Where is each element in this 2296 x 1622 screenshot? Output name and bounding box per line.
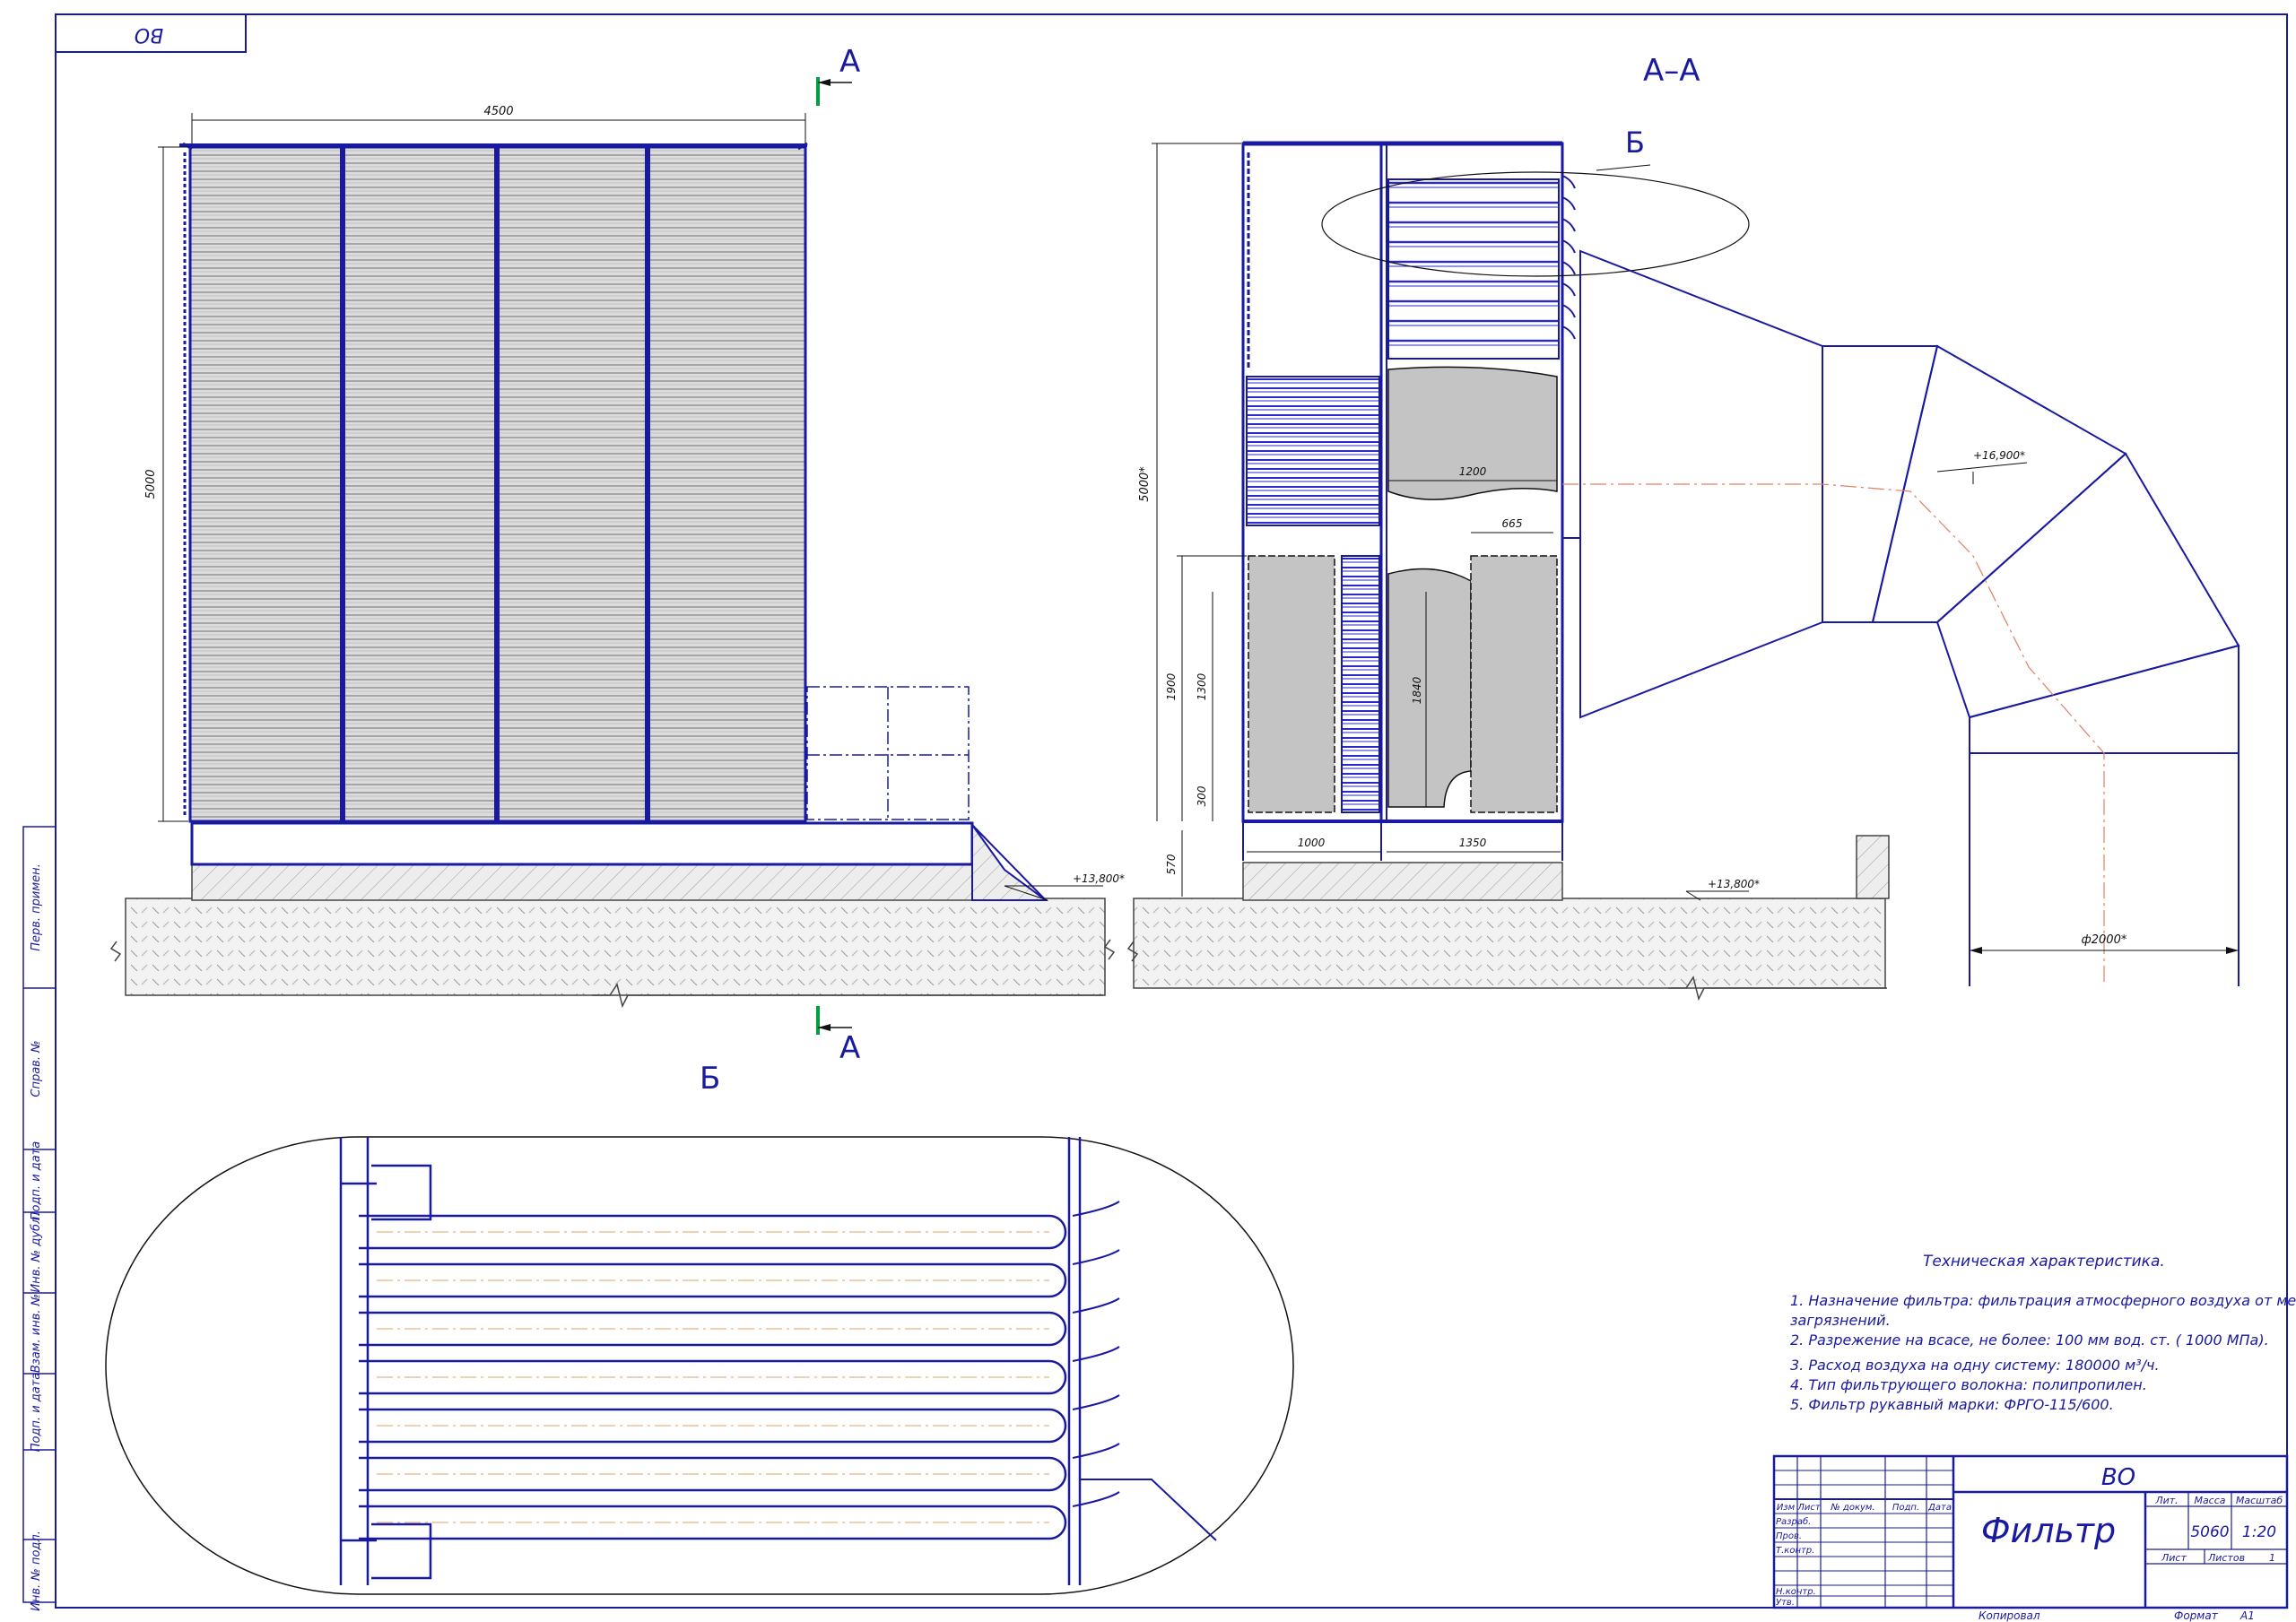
tb-mass: 5060 (2190, 1523, 2229, 1541)
base-frame (190, 821, 974, 866)
level-mark: +13,800* (1073, 872, 1125, 885)
dim-665: 665 (1502, 517, 1523, 530)
dim-height: 5000 (144, 469, 158, 499)
filter-sack-upper (1387, 366, 1558, 500)
detail-callout-label: Б (1625, 126, 1645, 160)
corner-code-box (55, 13, 247, 53)
level-top: +16,900* (1973, 449, 2025, 462)
tech-line: 3. Расход воздуха на одну систему: 18000… (1790, 1357, 2160, 1374)
tb-scale-label: Масштаб (2236, 1495, 2283, 1506)
detail-callout-ellipse (1321, 171, 1750, 277)
title-name: Фильтр (1981, 1511, 2116, 1550)
filter-sleeve (359, 1359, 1067, 1395)
section-ground (1133, 898, 1886, 989)
foundation (191, 863, 973, 901)
side-label: Справ. № (30, 1040, 43, 1097)
tb-sheets: 1 (2269, 1552, 2275, 1564)
tb-scale: 1:20 (2242, 1523, 2276, 1541)
tb-role: Пров. (1776, 1531, 1802, 1541)
filter-bag-left (1248, 555, 1335, 813)
side-label: Подп. и дата (30, 1141, 43, 1221)
tech-line: 1. Назначение фильтра: фильтрация атмосф… (1790, 1292, 2296, 1309)
detail-view: Б (105, 1061, 1294, 1595)
tb-header: № докум. (1830, 1503, 1874, 1513)
section-view: А–А Б 1200 665 1840 (1126, 53, 2240, 1002)
tech-notes: Техническая характеристика. 1. Назначени… (1790, 1253, 2296, 1413)
dim-570: 570 (1165, 854, 1178, 874)
front-view: 4500 5000 +13,800* А А (109, 44, 1125, 1066)
tb-header: Изм (1777, 1503, 1796, 1513)
tb-mass-label: Масса (2194, 1495, 2225, 1506)
side-label: Подп. и дата (30, 1373, 43, 1453)
dim-1200: 1200 (1459, 465, 1487, 478)
duct-centerline (1562, 483, 2105, 986)
air-duct (1579, 249, 2240, 986)
ground-slab (125, 898, 1106, 996)
filter-sleeve (359, 1456, 1067, 1492)
tech-line: 5. Фильтр рукавный марки: ФРГО-115/600. (1790, 1396, 2114, 1413)
coil-bank-upper (1387, 178, 1560, 360)
filter-sleeve (359, 1214, 1067, 1250)
dim-300: 300 (1196, 785, 1208, 806)
dim-1300: 1300 (1196, 672, 1208, 700)
tb-role: Н.контр. (1776, 1587, 1816, 1597)
filter-sleeve (359, 1262, 1067, 1298)
tb-format-label: Формат (2174, 1609, 2219, 1622)
title-block (1772, 1454, 2289, 1609)
dim-1900: 1900 (1165, 672, 1178, 700)
filter-bag-right (1470, 555, 1558, 813)
dim-diameter: ф2000* (2082, 933, 2127, 947)
tb-role: Т.контр. (1776, 1546, 1814, 1556)
tb-copied: Копировал (1979, 1609, 2040, 1622)
tb-sheet-label: Лист (2161, 1552, 2187, 1564)
tb-lit-label: Лит. (2154, 1495, 2178, 1506)
drawing-frame (55, 13, 2288, 1609)
tb-role: Утв. (1776, 1598, 1795, 1608)
detail-title: Б (700, 1061, 720, 1097)
section-title: А–А (1643, 53, 1700, 89)
tech-line: 2. Разрежение на всасе, не более: 100 мм… (1790, 1331, 2269, 1349)
tb-sheets-label: Листов (2207, 1552, 2245, 1564)
title-code: ВО (2101, 1464, 2135, 1491)
dim-1840: 1840 (1411, 676, 1423, 704)
tech-title: Техническая характеристика. (1923, 1253, 2165, 1271)
tech-line: 4. Тип фильтрующего волокна: полипропиле… (1790, 1376, 2147, 1393)
filter-sleeve (359, 1311, 1067, 1347)
coil-bank-left (1246, 376, 1380, 526)
side-label: Перв. примен. (30, 863, 43, 951)
section-foundation (1242, 862, 1563, 901)
tb-header: Дата (1927, 1503, 1952, 1513)
side-label: Инв. № дубл. (30, 1213, 43, 1293)
section-cut-label-bottom: А (839, 1030, 860, 1066)
corner-code: ВО (135, 23, 163, 46)
tb-format: А1 (2239, 1609, 2255, 1622)
tb-header: Подп. (1892, 1503, 1919, 1513)
level-ground: +13,800* (1708, 878, 1760, 890)
filter-sleeve (359, 1408, 1067, 1444)
dim-1000: 1000 (1298, 837, 1326, 849)
dim-width: 4500 (483, 105, 513, 118)
tb-role: Разраб. (1776, 1516, 1811, 1527)
dim-section-height: 5000* (1138, 466, 1152, 502)
detail-boundary (105, 1136, 1294, 1595)
dim-1350: 1350 (1459, 837, 1487, 849)
section-cut-label-top: А (839, 44, 860, 80)
side-label: Инв. № подл. (30, 1531, 43, 1611)
tb-header: Лист (1796, 1503, 1822, 1513)
tech-line: загрязнений. (1790, 1312, 1891, 1329)
side-label: Взам. инв. № (30, 1294, 43, 1373)
side-margin-strip (22, 826, 57, 1603)
filter-sleeve (359, 1505, 1067, 1540)
filter-sack-lower (1387, 568, 1472, 808)
